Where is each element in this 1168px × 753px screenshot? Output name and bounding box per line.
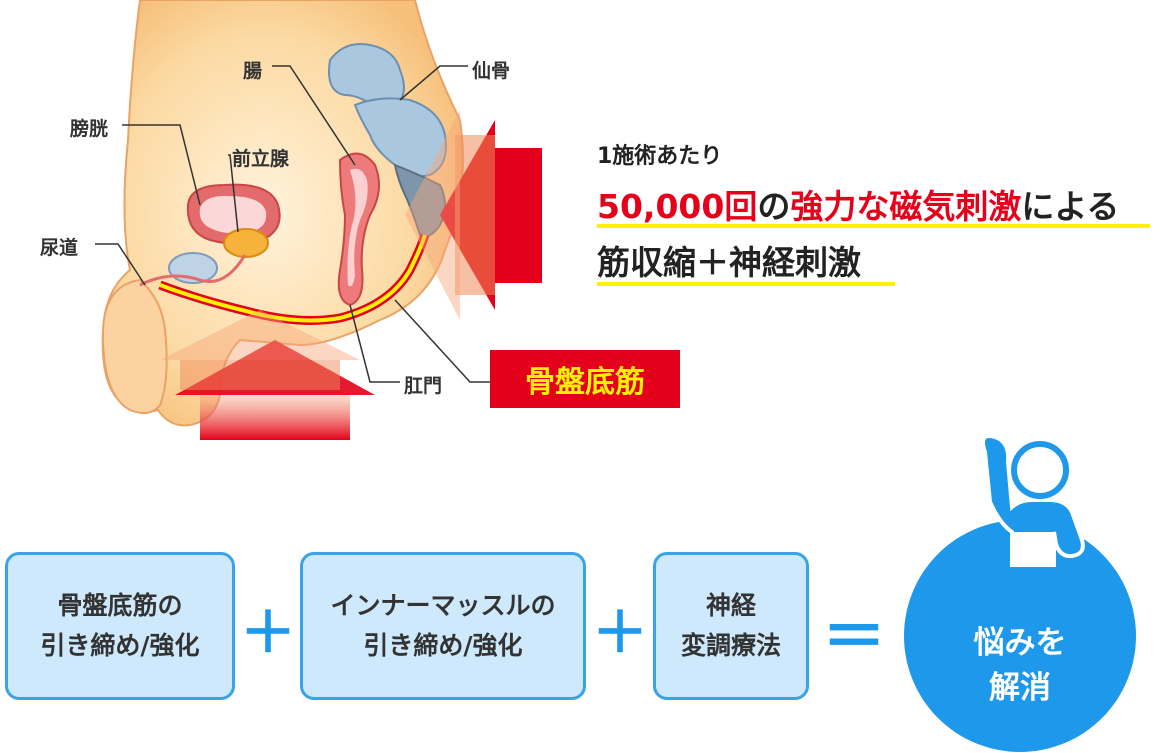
headline-stimulation: 強力な磁気刺激 [790,187,1022,226]
genital-outline [101,278,168,415]
stimulation-arrow-right [405,110,542,320]
headline-line3: 筋収縮＋神経刺激 [597,243,861,282]
headline-underline-2 [597,282,895,286]
headline-count: 50,000回 [597,187,758,226]
headline-particle: の [757,187,791,226]
label-urethra: 尿道 [40,237,79,259]
equals-icon: ＝ [822,601,886,675]
headline-underline-1 [597,224,1150,228]
pelvis-illustration [95,0,542,440]
cheering-person-icon [981,434,1085,567]
label-sacrum: 仙骨 [472,60,511,82]
box1-line1: 骨盤底筋の [57,591,183,620]
prostate-shape [223,228,269,258]
stimulation-arrow-bottom [160,310,375,440]
box2-line2: 引き締め/強化 [363,631,523,660]
plus-icon: ＋ [240,601,296,666]
result-line2: 解消 [989,670,1051,706]
label-bladder: 膀胱 [70,118,109,140]
equation-box-pelvic: 骨盤底筋の 引き締め/強化 [5,552,235,700]
headline-line1: 1施術あたり [597,144,723,169]
headline-line2: 50,000回の強力な磁気刺激による [597,180,1119,228]
sacrum-bone [328,43,405,112]
plus-icon: ＋ [592,601,648,666]
box1-line2: 引き締め/強化 [40,631,200,660]
label-prostate: 前立腺 [232,148,290,170]
label-intestine: 腸 [243,60,263,82]
headline-suffix: による [1021,187,1120,226]
label-anus: 肛門 [404,375,443,397]
equation-box-nerve: 神経 変調療法 [653,552,809,700]
result-line1: 悩みを [973,625,1067,662]
label-pelvic-floor: 骨盤底筋 [490,350,680,408]
box2-line1: インナーマッスルの [330,591,556,620]
box3-line2: 変調療法 [680,631,781,660]
box3-line1: 神経 [705,591,756,620]
equation-box-inner: インナーマッスルの 引き締め/強化 [300,552,586,700]
